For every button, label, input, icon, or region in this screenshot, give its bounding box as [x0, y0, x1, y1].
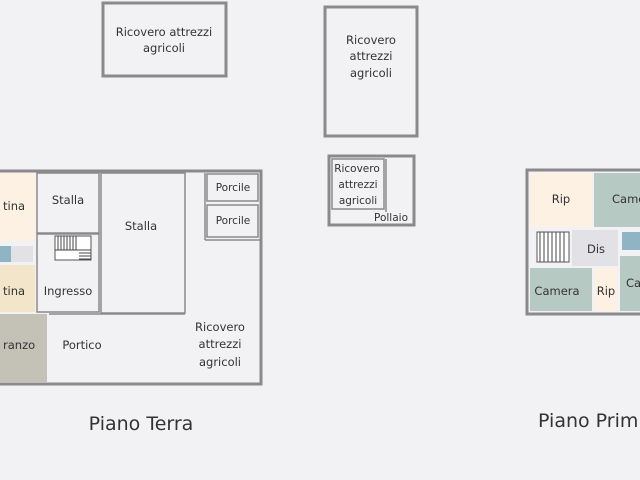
room-ricovero-line3: agricoli: [199, 355, 241, 369]
room-camera-right: Ca: [626, 276, 640, 290]
stairs-icon: [54, 235, 92, 261]
shed-1-label-line2: agricoli: [143, 41, 185, 55]
room-porcile-1: Porcile: [216, 182, 251, 194]
pollaio-label: Pollaio: [374, 212, 408, 224]
shed-2-label-line1: Ricovero: [346, 33, 396, 47]
ground-floor-plan: tina Stalla Stalla Porcile Porcile tina: [0, 169, 263, 435]
room-cantina-top: tina: [3, 199, 25, 213]
room-stalla-small: Stalla: [52, 193, 84, 207]
shed-1: Ricovero attrezzi agricoli: [101, 1, 228, 78]
room-camera-top: Came: [612, 192, 640, 206]
first-floor-stairs-icon: [536, 231, 570, 263]
room-ingresso: Ingresso: [44, 284, 93, 298]
room-rip-top: Rip: [552, 192, 571, 206]
shed-3-label-line1: Ricovero: [334, 163, 380, 175]
room-portico: Portico: [62, 338, 101, 352]
room-ricovero-line2: attrezzi: [199, 337, 242, 351]
shed-2-label-line2: attrezzi: [350, 49, 393, 63]
ground-floor-title: Piano Terra: [89, 413, 194, 435]
shed-2-label-line3: agricoli: [350, 66, 392, 80]
room-cantina-bottom: tina: [3, 284, 25, 298]
room-stalla-big: Stalla: [125, 219, 157, 233]
room-camera-bottom: Camera: [534, 284, 579, 298]
shed-2: Ricovero attrezzi agricoli: [323, 5, 419, 138]
room-porcile-2: Porcile: [216, 215, 251, 227]
room-ricovero-line1: Ricovero: [195, 320, 245, 334]
shed-3-label-line3: agricoli: [339, 195, 377, 207]
room-rip-small: Rip: [597, 284, 616, 298]
room-dis: Dis: [587, 242, 605, 256]
shed-1-label-line1: Ricovero attrezzi: [116, 25, 212, 39]
shed-3-pollaio: Ricovero attrezzi agricoli Pollaio: [327, 154, 416, 227]
first-floor-plan: Rip Came Dis Camera Rip Ca Piano Prim: [525, 168, 640, 432]
first-floor-title: Piano Prim: [538, 410, 638, 432]
room-pranzo: ranzo: [3, 338, 35, 352]
shed-3-label-line2: attrezzi: [338, 179, 377, 191]
